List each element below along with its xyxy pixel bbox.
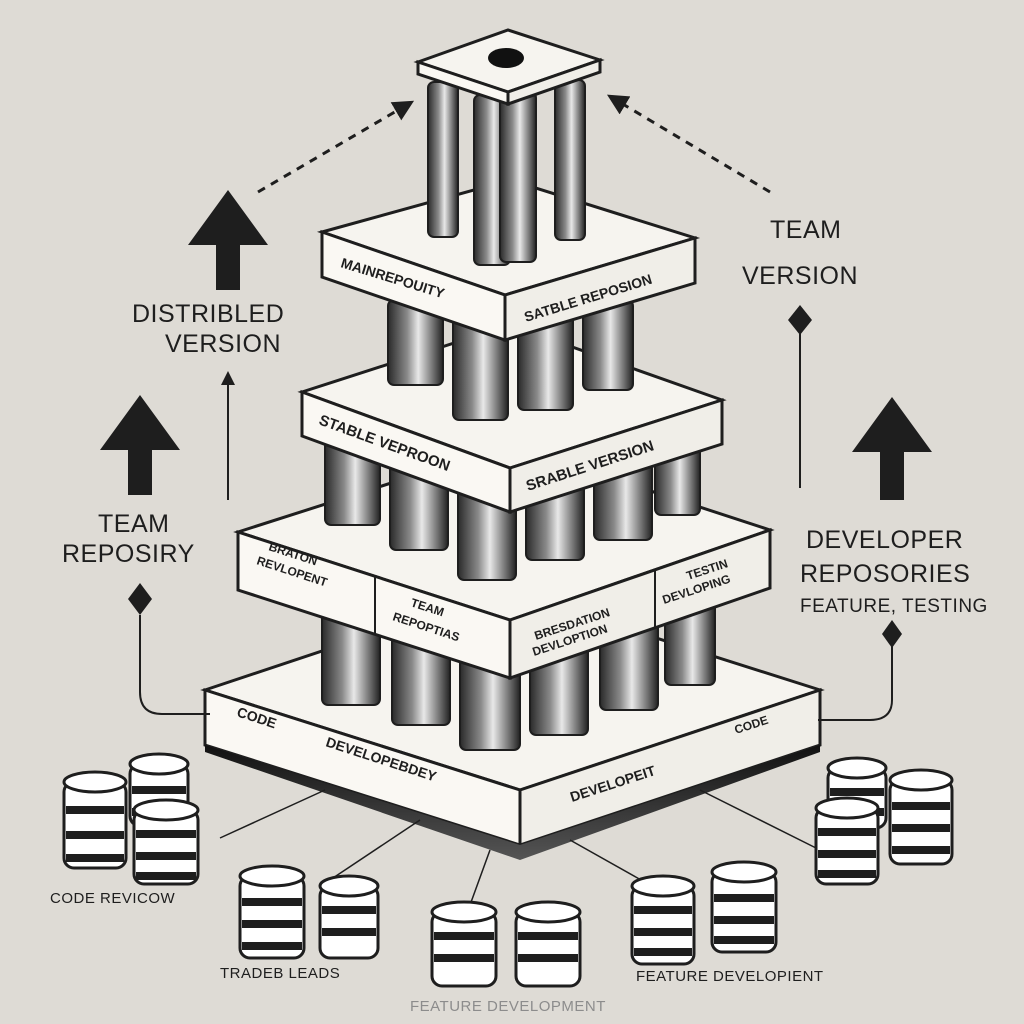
- developer-repositories-label-line2: REPOSORIES: [800, 560, 970, 589]
- database-icon: [632, 876, 694, 964]
- diamond-icon: [128, 583, 152, 615]
- feature-development-bottom-label: FEATURE DEVELOPMENT: [410, 998, 606, 1015]
- connector-left: [140, 615, 210, 714]
- connector-right: [818, 645, 892, 720]
- diamond-icon: [788, 305, 812, 335]
- base-connector: [470, 850, 490, 905]
- developer-repositories-sublabel: FEATURE, TESTING: [800, 596, 988, 618]
- database-icon: [240, 866, 304, 958]
- database-icon: [516, 902, 580, 986]
- database-icon: [816, 798, 878, 884]
- database-icon: [712, 862, 776, 952]
- database-icon: [134, 800, 198, 884]
- database-icon: [64, 772, 126, 868]
- dashed-arrow-right: [616, 100, 770, 192]
- feature-development-right-label: FEATURE DEVELOPIENT: [636, 968, 824, 985]
- team-repository-label-line1: TEAM: [98, 510, 169, 539]
- dashed-arrow-left: [258, 106, 405, 192]
- team-version-label-line2: VERSION: [742, 262, 858, 291]
- base-connector: [570, 840, 650, 885]
- arrow-up-icon: [188, 190, 268, 290]
- team-repository-label-line2: REPOSIRY: [62, 540, 195, 569]
- arrow-up-icon: [100, 395, 180, 495]
- base-connector: [220, 790, 325, 838]
- base-connector: [330, 820, 420, 880]
- developer-repositories-label-line1: DEVELOPER: [806, 526, 963, 555]
- team-version-label-line1: TEAM: [770, 216, 841, 245]
- database-icon: [320, 876, 378, 958]
- distributed-version-label-line1: DISTRIBLED: [132, 300, 284, 329]
- code-review-label: CODE REVICOW: [50, 890, 175, 907]
- base-connector: [700, 790, 820, 850]
- trader-leads-label: TRADEB LEADS: [220, 965, 340, 982]
- arrow-up-icon: [852, 397, 932, 500]
- distributed-version-label-line2: VERSION: [165, 330, 281, 359]
- database-icon: [890, 770, 952, 864]
- top-pavilion: [418, 30, 600, 265]
- diamond-icon: [882, 620, 902, 648]
- database-icon: [432, 902, 496, 986]
